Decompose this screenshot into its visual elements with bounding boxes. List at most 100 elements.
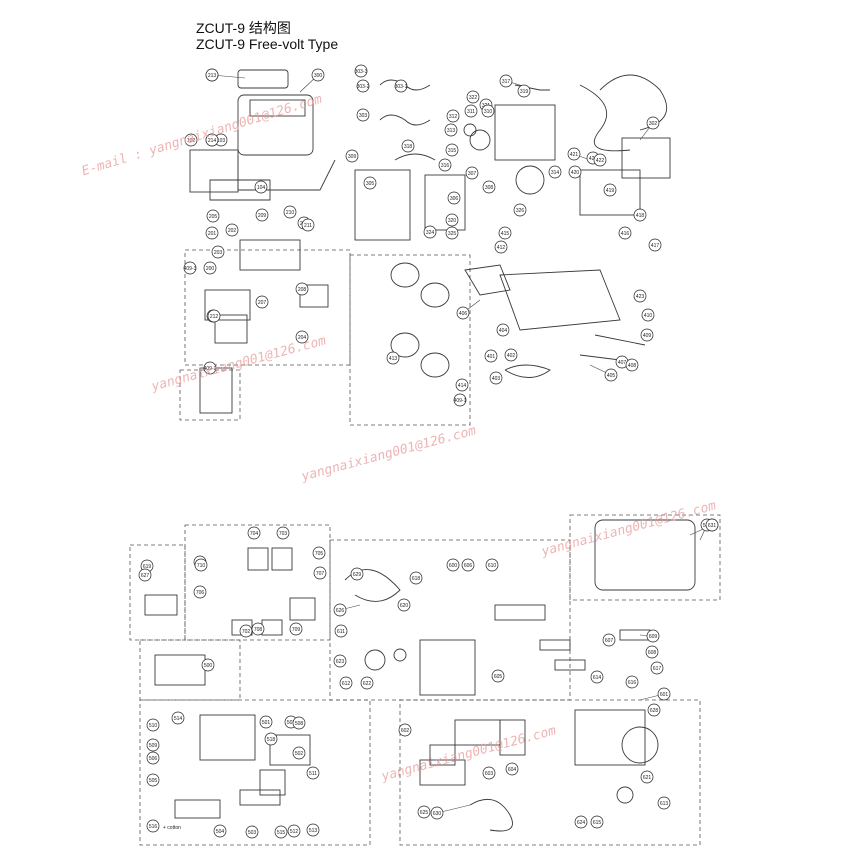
upper-callout: 213 xyxy=(205,68,219,82)
callout-circle xyxy=(513,203,527,217)
callout-circle xyxy=(574,815,588,829)
upper-callout: 308 xyxy=(482,180,496,194)
callout-number: 202 xyxy=(228,228,237,234)
lower-callout: 628 xyxy=(647,703,661,717)
upper-callout: 422 xyxy=(593,153,607,167)
callout-number: 303-3 xyxy=(355,69,368,75)
callout-number: 505 xyxy=(149,778,158,784)
callout-circle xyxy=(213,824,227,838)
callout-number: 619 xyxy=(143,564,152,570)
plate-208 xyxy=(299,284,329,308)
lower-callout: 627 xyxy=(138,568,152,582)
side-frame-left xyxy=(354,169,411,241)
leader-lines xyxy=(211,74,713,814)
callout-number: 513 xyxy=(309,828,318,834)
lower-callout: 505 xyxy=(146,773,160,787)
upper-callout: 406 xyxy=(456,306,470,320)
cotton-note: + cotton xyxy=(163,825,181,831)
callout-number: 510 xyxy=(149,723,158,729)
callout-circle xyxy=(211,245,225,259)
callout-circle xyxy=(146,773,160,787)
callout-circle xyxy=(339,676,353,690)
lower-callout: 608 xyxy=(645,645,659,659)
callout-circle xyxy=(203,361,217,375)
callout-circle xyxy=(311,68,325,82)
upper-callout: 300 xyxy=(311,68,325,82)
callout-number: 514 xyxy=(174,716,183,722)
lower-callout: 606 xyxy=(461,558,475,572)
callout-number: 608 xyxy=(648,650,657,656)
lower-callout: 708 xyxy=(251,622,265,636)
lower-callout: 613 xyxy=(657,796,671,810)
callout-circle xyxy=(568,165,582,179)
lower-callout: 515 xyxy=(274,825,288,839)
lower-callout: 516 xyxy=(146,819,160,833)
lower-callout: 604 xyxy=(505,762,519,776)
callout-number: 622 xyxy=(363,681,372,687)
upper-callout: 409 xyxy=(640,328,654,342)
upper-callout: 415 xyxy=(498,226,512,240)
callout-circle xyxy=(386,351,400,365)
spring-608 xyxy=(539,639,571,651)
section-dashed-outlines xyxy=(129,249,721,846)
lower-callout: 625 xyxy=(417,805,431,819)
callout-circle xyxy=(445,143,459,157)
lower-callout: 501 xyxy=(259,715,273,729)
spring-708 xyxy=(261,619,283,636)
lower-callout: 510 xyxy=(146,718,160,732)
callout-number: 624 xyxy=(577,820,586,826)
callout-number: 518 xyxy=(267,737,276,743)
callout-circle xyxy=(453,393,467,407)
callout-circle xyxy=(641,308,655,322)
callout-circle xyxy=(295,330,309,344)
callout-circle xyxy=(445,213,459,227)
lower-callout: 615 xyxy=(590,815,604,829)
callout-number: 611 xyxy=(337,629,345,635)
callout-number: 627 xyxy=(141,573,150,579)
lower-callout: 605 xyxy=(491,669,505,683)
lower-callout: 623 xyxy=(333,654,347,668)
callout-circle xyxy=(398,723,412,737)
callout-number: 703 xyxy=(279,531,288,537)
callout-circle xyxy=(397,598,411,612)
callout-circle xyxy=(446,558,460,572)
rod-411 xyxy=(594,334,646,346)
callout-circle xyxy=(255,295,269,309)
upper-callout: 201 xyxy=(205,226,219,240)
callout-circle xyxy=(264,732,278,746)
callout-number: 319 xyxy=(520,89,529,95)
callout-number: 312 xyxy=(449,114,458,120)
gear-612 xyxy=(393,648,407,662)
callout-circle xyxy=(489,371,503,385)
callout-labels: 100101102103104300303-3303-2303-13033173… xyxy=(138,64,719,839)
spring-409-b xyxy=(420,282,450,308)
upper-callout: 401 xyxy=(484,349,498,363)
callout-circle xyxy=(295,282,309,296)
callout-number: 515 xyxy=(277,830,286,836)
callout-number: 420 xyxy=(571,170,580,176)
upper-callout: 302 xyxy=(646,116,660,130)
callout-circle xyxy=(485,558,499,572)
callout-number: 709 xyxy=(292,627,301,633)
callout-number: 509 xyxy=(149,743,158,749)
callout-number: 318 xyxy=(404,144,413,150)
callout-circle xyxy=(301,218,315,232)
callout-number: 316 xyxy=(441,163,450,169)
lower-callout: 616 xyxy=(625,675,639,689)
lower-callout: 607 xyxy=(602,633,616,647)
frame-602 xyxy=(574,709,646,766)
lower-callout: 614 xyxy=(590,670,604,684)
callout-number: 103 xyxy=(217,138,226,144)
callout-number: 303 xyxy=(359,113,368,119)
cable-303-lower xyxy=(379,114,431,126)
lower-base-frame xyxy=(499,269,621,331)
upper-callout: 413 xyxy=(386,351,400,365)
spring-409-c xyxy=(390,332,420,358)
callout-circle xyxy=(640,770,654,784)
callout-circle xyxy=(625,358,639,372)
callout-number: 311 xyxy=(467,109,475,115)
callout-circle xyxy=(171,711,185,725)
callout-number: 418 xyxy=(636,213,645,219)
callout-circle xyxy=(201,658,215,672)
